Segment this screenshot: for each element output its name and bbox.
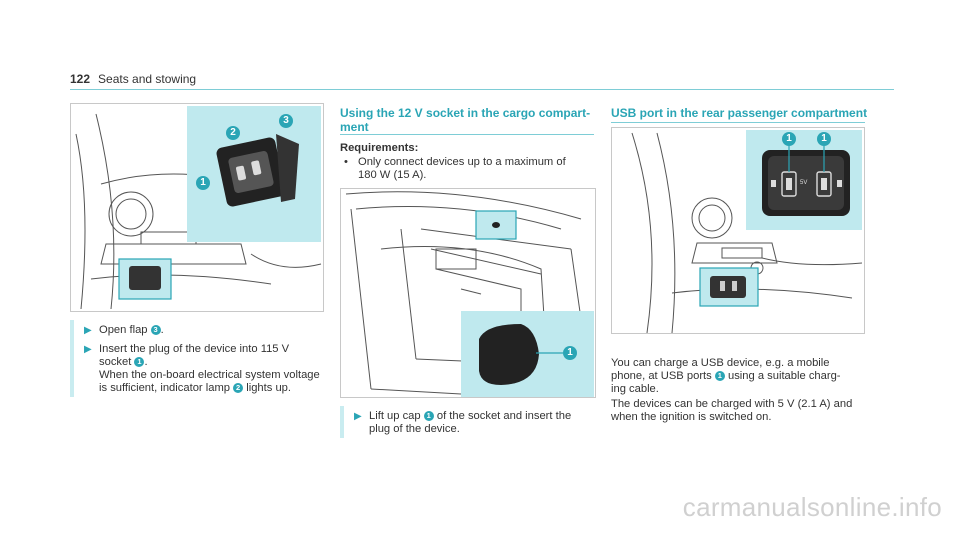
- callout-1: 1: [196, 176, 210, 190]
- header-rule: [70, 89, 894, 90]
- watermark: carmanualsonline.info: [682, 492, 942, 522]
- usb-paragraph-2: The devices can be charged with 5 V (2.1…: [611, 398, 853, 423]
- heading-12v-socket: Using the 12 V socket in the cargo compa…: [340, 106, 591, 134]
- heading-rule: [611, 122, 865, 123]
- step-arrow-icon: ▶: [354, 411, 362, 422]
- callout-1: 1: [782, 132, 796, 146]
- step-lift-cap: ▶ Lift up cap 1 of the socket and insert…: [340, 406, 600, 438]
- figure-cargo-socket: 1: [340, 188, 596, 398]
- page-number: 122: [70, 72, 91, 86]
- figure-usb-port: 5V 1 1: [611, 127, 865, 334]
- step-arrow-icon: ▶: [84, 325, 92, 336]
- step-insert-plug: ▶ Insert the plug of the device into 115…: [70, 339, 330, 399]
- step-open-flap: ▶ Open flap 3.: [70, 320, 320, 340]
- page-header: 122 Seats and stowing: [70, 72, 196, 86]
- heading-rule: [340, 134, 594, 135]
- usb-paragraph-1: You can charge a USB device, e.g. a mobi…: [611, 357, 841, 395]
- inline-badge: 3: [150, 325, 161, 335]
- callout-1: 1: [817, 132, 831, 146]
- inline-badge: 1: [423, 411, 434, 421]
- figure-rear-socket: 2 3 1: [70, 103, 324, 312]
- step-arrow-icon: ▶: [84, 344, 92, 355]
- callout-2: 2: [226, 126, 240, 140]
- callout-1: 1: [563, 346, 577, 360]
- inline-badge: 1: [134, 357, 145, 367]
- requirements-title: Requirements:: [340, 142, 419, 154]
- heading-usb-port: USB port in the rear passenger compartme…: [611, 106, 868, 120]
- inline-badge: 1: [714, 371, 725, 381]
- section-title: Seats and stowing: [98, 72, 197, 86]
- inline-badge: 2: [233, 383, 244, 393]
- usb-voltage-label: 5V: [800, 180, 808, 186]
- callout-3: 3: [279, 114, 293, 128]
